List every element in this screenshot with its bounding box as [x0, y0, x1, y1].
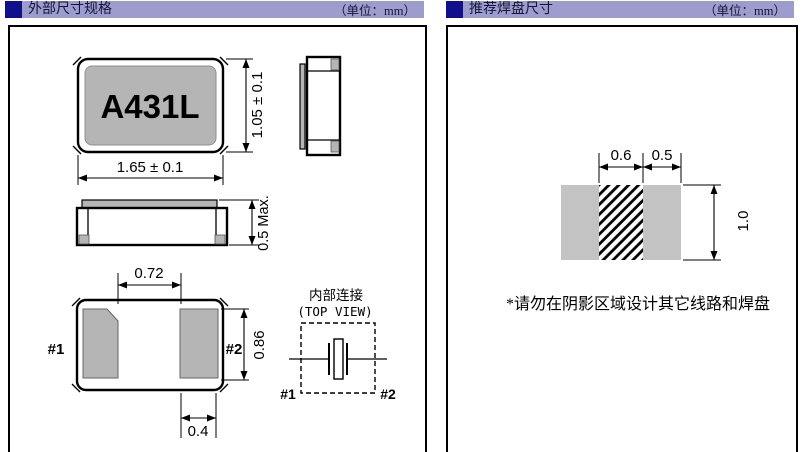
external-dimensions-panel: A431L 1.65 ± 0.1 1.05 ± 0.1: [8, 25, 427, 452]
pad-height-dimension: 0.86: [221, 308, 268, 381]
top-view: A431L: [72, 56, 229, 155]
right-section-header: 推荐焊盘尺寸 （单位：mm）: [446, 1, 794, 18]
pad-height-dimension-label: 0.86: [251, 330, 268, 359]
right-drawing-svg: 0.6 0.5 1.0 *请勿在阴影区域设计其它线路和焊盘: [506, 147, 770, 313]
pad-width-dimension-label: 0.5: [652, 147, 673, 164]
pad-gap-dimension-label: 0.72: [134, 265, 163, 282]
gap-dimension-label: 0.6: [611, 147, 632, 164]
height-dimension-label: 1.05 ± 0.1: [249, 72, 266, 139]
width-dimension: 1.65 ± 0.1: [77, 155, 224, 185]
header-square-icon: [446, 1, 463, 18]
package-outline-dashed: [300, 322, 376, 394]
pad1-label: #1: [48, 341, 65, 358]
keep-out-note: *请勿在阴影区域设计其它线路和焊盘: [506, 294, 770, 313]
right-section-unit-label: （单位：mm）: [704, 4, 786, 18]
right-section-title: 推荐焊盘尺寸: [469, 2, 553, 17]
left-section-title: 外部尺寸规格: [28, 2, 112, 17]
corner-notch-ticks: [72, 56, 229, 155]
left-drawing-svg: A431L 1.65 ± 0.1 1.05 ± 0.1: [48, 55, 396, 440]
left-land-pad: [561, 185, 599, 260]
thickness-dimension: 0.5 Max.: [219, 195, 272, 251]
pad1-electrode: [82, 308, 119, 379]
pad-height-dimension: 1.0: [683, 184, 752, 261]
pad-width-dimension: 0.4: [180, 393, 217, 440]
land-pattern-drawing: [561, 185, 681, 260]
package-body: [84, 65, 217, 146]
left-section-unit-label: （单位：mm）: [334, 4, 416, 18]
pad-height-dimension-label: 1.0: [735, 211, 752, 232]
internal-connection-diagram: 内部连接 (TOP VIEW) #1 #2: [280, 287, 396, 402]
pad2-electrode: [179, 308, 219, 379]
pad2-label: #2: [226, 341, 243, 358]
end-view: [299, 55, 342, 157]
bottom-view: #1 #2: [48, 297, 243, 393]
pad-width-dimension-label: 0.4: [188, 423, 209, 440]
pad1-label: #1: [280, 386, 296, 402]
horizontal-dimensions: 0.6 0.5: [598, 147, 682, 183]
thickness-dimension-label: 0.5 Max.: [256, 195, 272, 251]
width-dimension-label: 1.65 ± 0.1: [117, 159, 184, 176]
front-view: [75, 199, 229, 247]
crystal-symbol: [289, 338, 387, 380]
header-square-icon: [5, 1, 22, 18]
lid-strip: [299, 63, 306, 150]
part-number-label: A431L: [100, 88, 199, 125]
keep-out-hatched-area: [599, 185, 643, 260]
pad2-label: #2: [380, 386, 396, 402]
internal-connection-title: 内部连接: [309, 287, 363, 303]
right-land-pad: [643, 185, 681, 260]
land-pattern-panel: 0.6 0.5 1.0 *请勿在阴影区域设计其它线路和焊盘: [446, 25, 798, 452]
left-section-header: 外部尺寸规格 （单位：mm）: [5, 1, 424, 18]
internal-connection-subtitle: (TOP VIEW): [297, 304, 372, 319]
height-dimension: 1.05 ± 0.1: [226, 58, 266, 153]
corner-notch-ticks: [71, 297, 229, 393]
pad-gap-dimension: 0.72: [117, 265, 182, 304]
